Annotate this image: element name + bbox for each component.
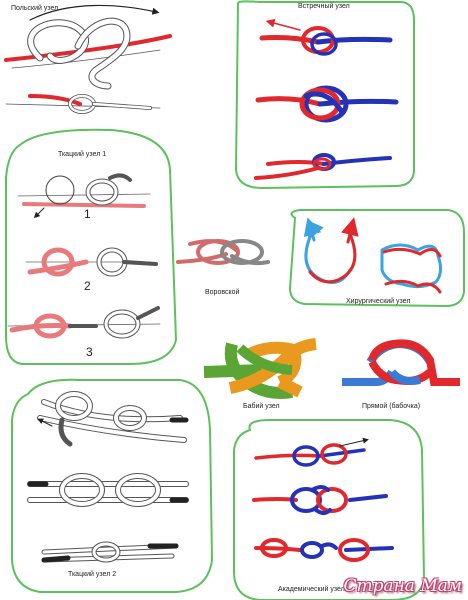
surgeon-knot-diagram <box>303 217 443 294</box>
label-meeting-knot: Встречный узел <box>298 3 350 10</box>
academic-knot-diagram <box>252 437 394 562</box>
weaver-knot-1-diagram <box>7 173 161 339</box>
weaver-knot-2-diagram <box>27 391 189 563</box>
number-three: 3 <box>86 345 93 359</box>
label-academic-knot: Академический узел <box>278 586 345 593</box>
frame-weaver2 <box>11 378 214 593</box>
reef-knot-diagram <box>342 339 460 386</box>
label-polish-knot: Польский узел <box>11 5 59 12</box>
number-one: 1 <box>84 207 91 221</box>
number-two: 2 <box>84 279 91 293</box>
thief-knot-diagram <box>176 239 270 266</box>
frame-surgeon <box>288 209 465 308</box>
meeting-knot-diagram <box>254 18 399 180</box>
granny-knot-diagram <box>203 338 317 399</box>
label-reef-knot: Прямой (бабочка) <box>362 403 421 410</box>
polish-knot-diagram <box>4 4 172 114</box>
frame-academic <box>233 419 426 600</box>
label-surgeon-knot: Хирургический узел <box>346 298 411 305</box>
frame-meeting <box>234 0 415 190</box>
frame-weaver1 <box>5 128 178 365</box>
label-granny-knot: Бабий узел <box>243 403 280 410</box>
label-weaver-knot-2: Ткацкий узел 2 <box>68 571 117 578</box>
label-thief-knot: Воровской <box>205 289 240 296</box>
watermark-logo: Страна Мам <box>343 576 462 596</box>
label-weaver-knot-1: Ткацкий узел 1 <box>58 151 107 158</box>
